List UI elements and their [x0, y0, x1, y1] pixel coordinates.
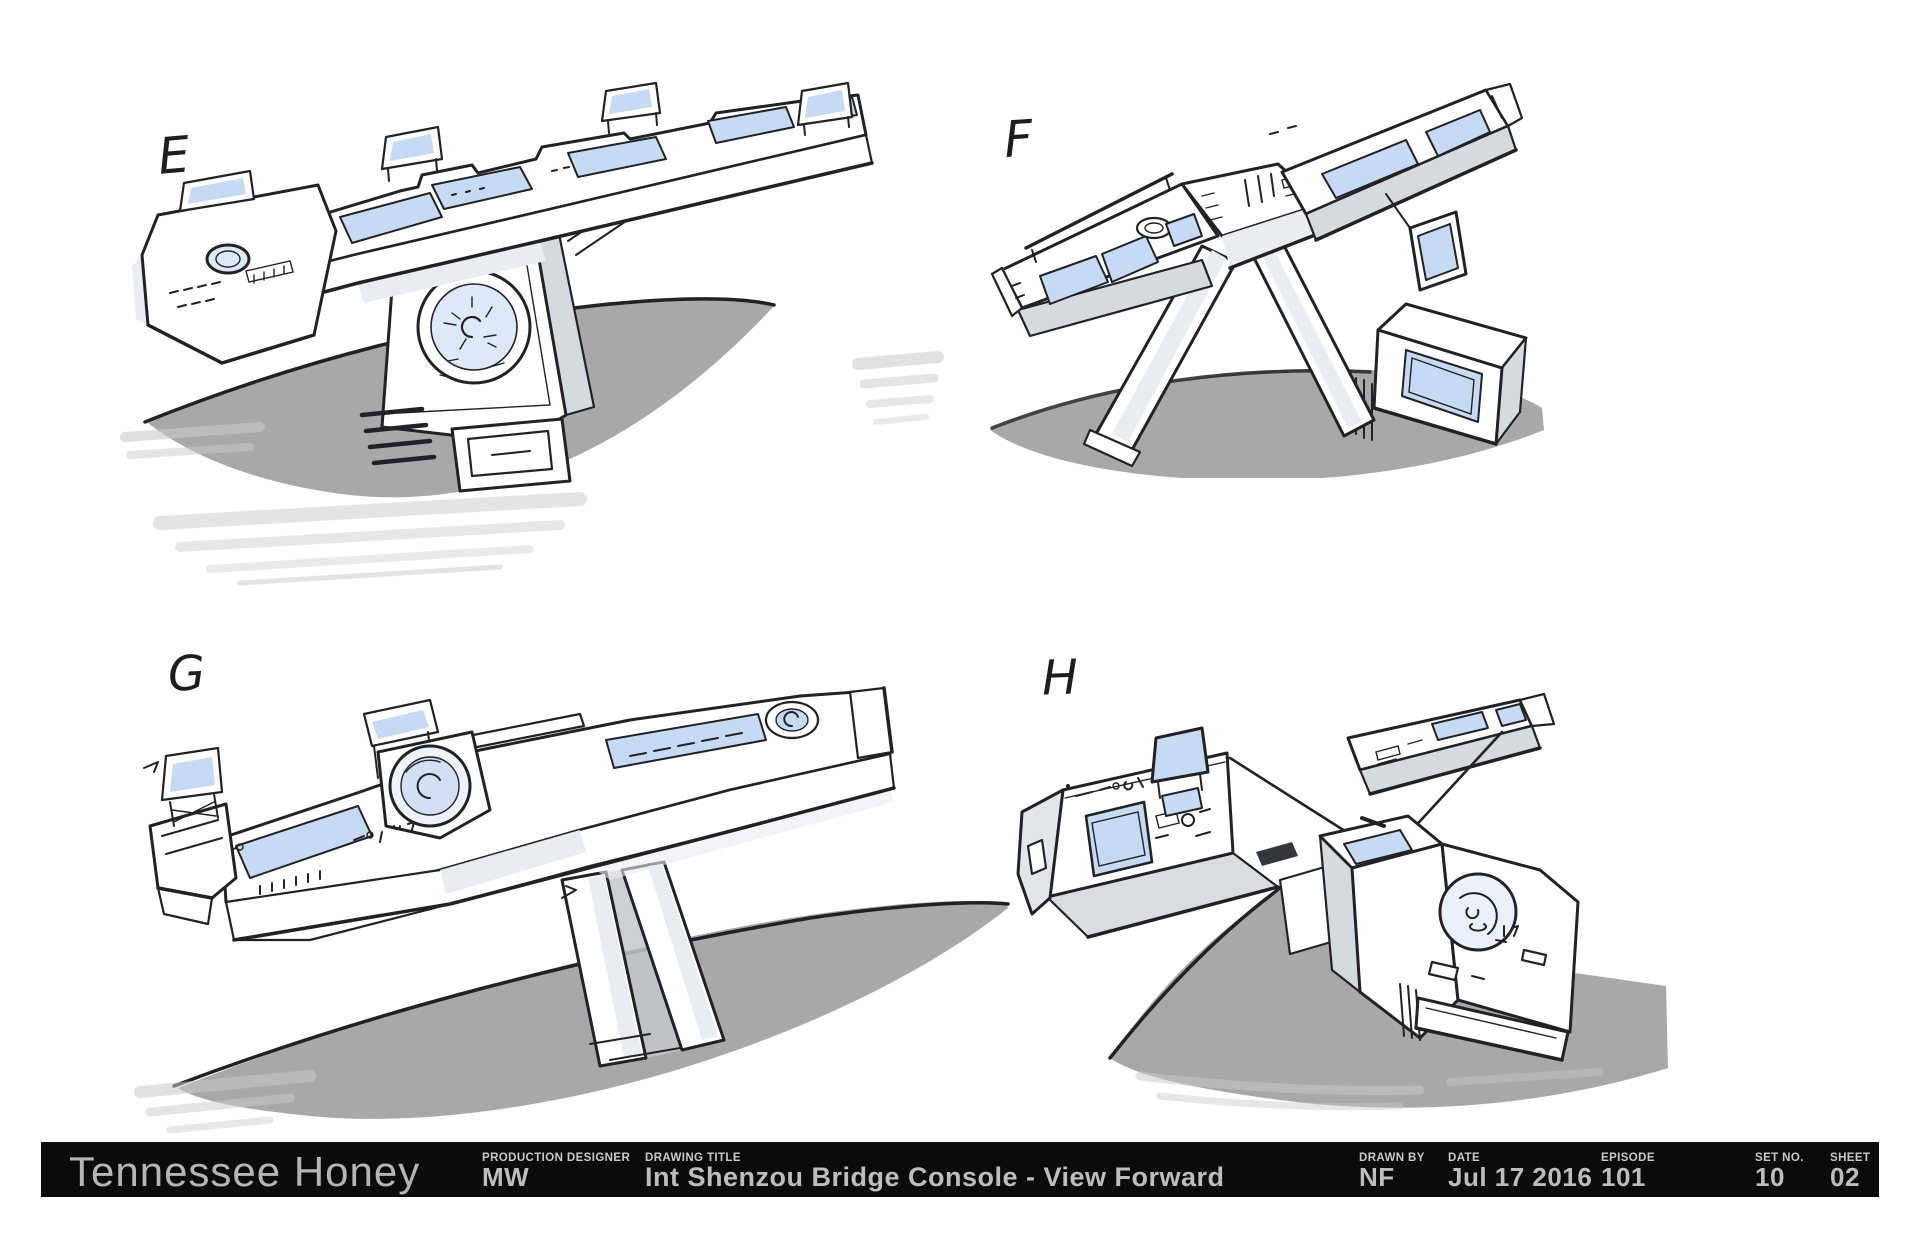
- sketch-e-drawing: E: [120, 81, 874, 586]
- sketch-f-console: [990, 82, 1528, 468]
- sketch-g-drawing: G: [134, 645, 1010, 1134]
- sketch-g-console: [143, 686, 896, 1068]
- title-block-bar: Tennessee Honey PRODUCTION DESIGNER MW D…: [41, 1142, 1879, 1197]
- sketch-g-right-dial: [764, 686, 894, 760]
- wing-scribbles: [1075, 777, 1144, 797]
- sketch-h-pedestal: [1318, 814, 1580, 1062]
- sketch-e-console: [132, 81, 874, 493]
- sketch-g-left-tip: [143, 746, 238, 926]
- sketch-e-raised-panels: [380, 81, 854, 182]
- production-designer-value: MW: [482, 1162, 530, 1192]
- drawing-title-value: Int Shenzou Bridge Console - View Forwar…: [645, 1162, 1225, 1192]
- studio-title: Tennessee Honey: [69, 1148, 421, 1195]
- sketch-e-left-tip: [132, 169, 338, 365]
- sketch-label-e: E: [156, 125, 193, 186]
- sketch-h-left-wing: [1016, 726, 1280, 939]
- sketch-f-center-monitor: [1385, 193, 1468, 292]
- sketch-g-legs: [560, 860, 726, 1068]
- sketch-h-console: [1016, 692, 1580, 1062]
- dial-scribbles: [439, 296, 505, 378]
- sketch-label-h: H: [1041, 649, 1079, 706]
- sketch-g-dial: [376, 730, 492, 840]
- sketch-label-g: G: [167, 645, 207, 703]
- sketch-f-drawing: F: [852, 82, 1544, 478]
- date-label: DATE: [1448, 1152, 1481, 1164]
- sketch-f-left-wing: [990, 172, 1220, 338]
- episode-label: EPISODE: [1601, 1152, 1655, 1164]
- set-no-value: 10: [1755, 1162, 1785, 1192]
- sketch-g-screens: [235, 713, 767, 879]
- drawn-by-value: NF: [1359, 1162, 1395, 1192]
- date-value: Jul 17 2016: [1448, 1162, 1593, 1192]
- sketch-h-right-wing: [1346, 692, 1556, 796]
- set-no-label: SET NO.: [1755, 1152, 1804, 1164]
- production-designer-label: PRODUCTION DESIGNER: [482, 1152, 631, 1164]
- sheet-label: SHEET: [1830, 1152, 1871, 1164]
- sketch-f-legs: [1082, 232, 1376, 468]
- sketch-f-rear-box: [1355, 302, 1528, 446]
- episode-value: 101: [1601, 1162, 1646, 1192]
- sketch-h-drawing: H: [1016, 649, 1668, 1111]
- drawn-by-label: DRAWN BY: [1359, 1152, 1425, 1164]
- h-dial-scribbles: [1459, 892, 1519, 943]
- sheet-value: 02: [1830, 1162, 1860, 1192]
- drawing-title-label: DRAWING TITLE: [645, 1152, 741, 1164]
- pedestal-steps: [359, 406, 437, 466]
- sketch-label-f: F: [1002, 109, 1036, 169]
- sketch-f-right-wing: [1280, 82, 1524, 242]
